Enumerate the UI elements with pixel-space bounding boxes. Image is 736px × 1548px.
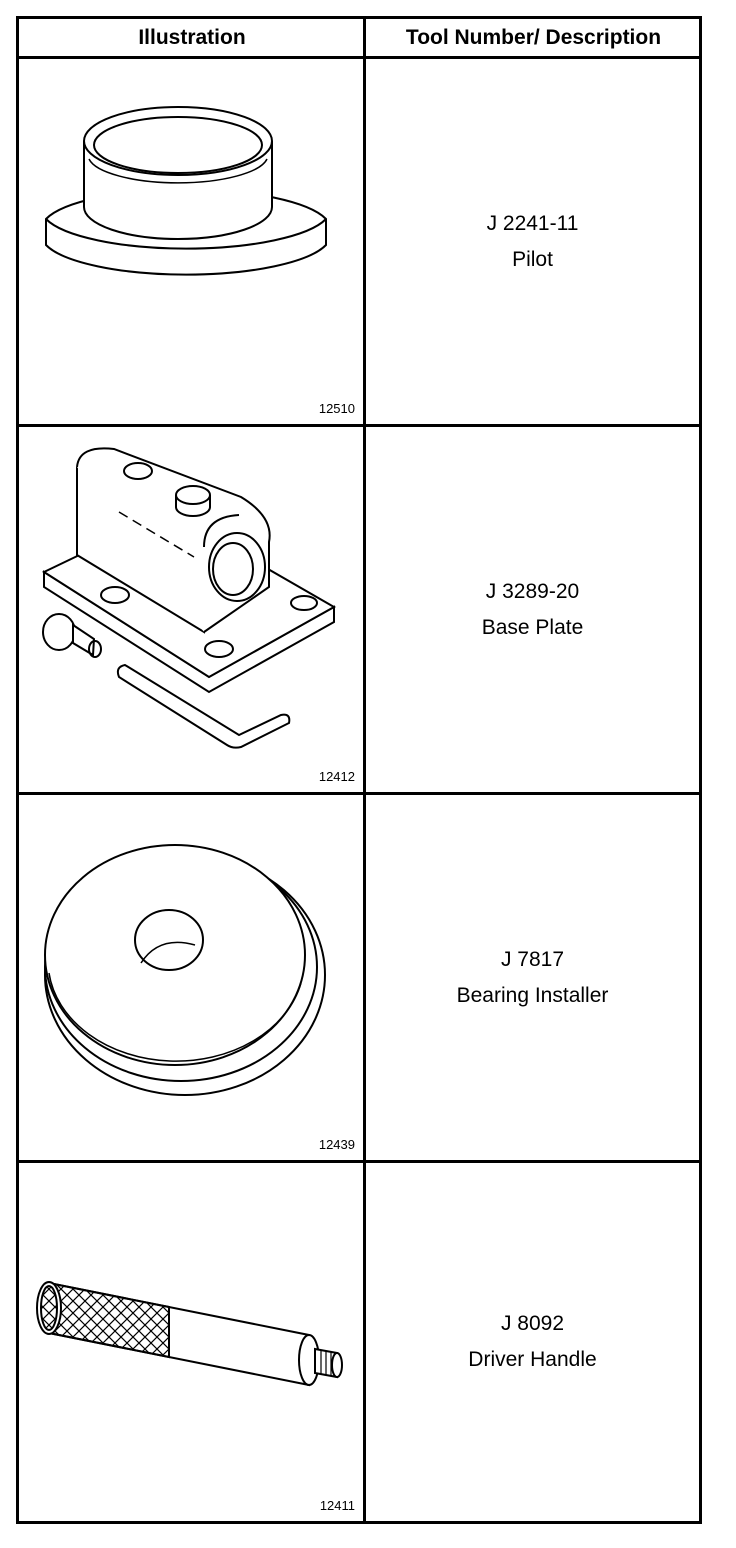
tool-description-cell: J 7817 Bearing Installer bbox=[366, 795, 699, 1160]
table-header: Illustration Tool Number/ Description bbox=[19, 19, 699, 59]
header-illustration: Illustration bbox=[138, 26, 246, 49]
tool-description-cell: J 3289-20 Base Plate bbox=[366, 427, 699, 792]
tool-name: Base Plate bbox=[481, 615, 584, 639]
column-divider bbox=[363, 19, 366, 1521]
tool-name: Bearing Installer bbox=[456, 983, 609, 1007]
header-tool-description: Tool Number/ Description bbox=[405, 26, 662, 49]
tool-name: Pilot bbox=[512, 247, 553, 271]
figure-number: 12412 bbox=[318, 769, 355, 784]
tool-number: J 2241-11 bbox=[486, 211, 579, 235]
table-row: 12510 J 2241-11 Pilot bbox=[19, 59, 699, 427]
table-row: 12412 J 3289-20 Base Plate bbox=[19, 427, 699, 795]
illustration-cell: 12412 bbox=[19, 427, 363, 792]
driver-handle-icon bbox=[36, 1281, 343, 1387]
table-row: 12411 J 8092 Driver Handle bbox=[19, 1163, 699, 1521]
tool-number: J 7817 bbox=[500, 947, 565, 971]
illustration-cell: 12510 bbox=[19, 59, 363, 424]
table-row: 12439 J 7817 Bearing Installer bbox=[19, 795, 699, 1163]
base-plate-icon bbox=[41, 447, 337, 749]
figure-number: 12439 bbox=[318, 1137, 355, 1152]
figure-number: 12510 bbox=[318, 401, 355, 416]
tool-number: J 8092 bbox=[500, 1312, 565, 1335]
illustration-cell: 12411 bbox=[19, 1163, 363, 1521]
tool-description-cell: J 8092 Driver Handle bbox=[366, 1163, 699, 1521]
tool-number: J 3289-20 bbox=[485, 579, 580, 603]
illustration-cell: 12439 bbox=[19, 795, 363, 1160]
tool-name: Driver Handle bbox=[468, 1348, 597, 1371]
bearing-installer-icon bbox=[44, 844, 326, 1096]
pilot-icon bbox=[45, 106, 327, 276]
figure-number: 12411 bbox=[319, 1498, 355, 1513]
tool-table: Illustration Tool Number/ Description 12… bbox=[16, 16, 702, 1524]
tool-description-cell: J 2241-11 Pilot bbox=[366, 59, 699, 424]
